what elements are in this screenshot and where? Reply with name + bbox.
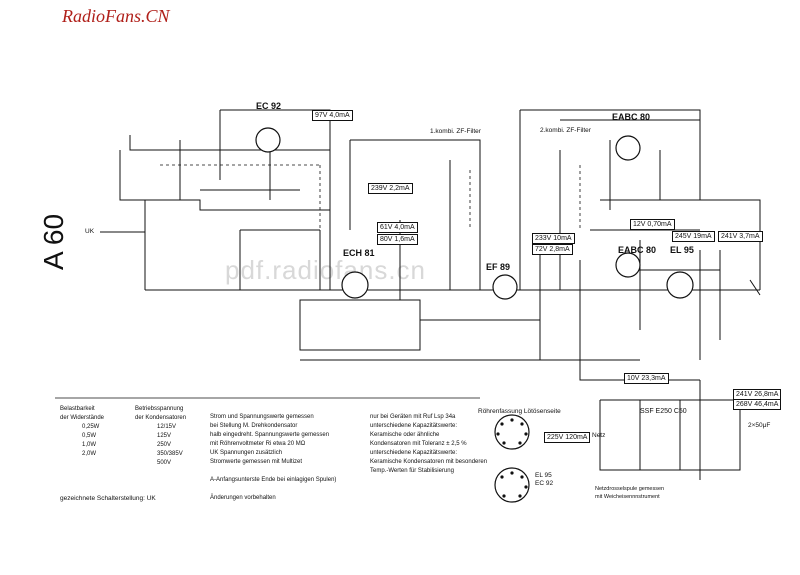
legend-resistor-item: 2,0W [82,451,97,457]
voltage-box-10v: 10V 23,3mA [624,373,669,384]
legend-note: Strom und Spannungswerte gemessen [210,414,314,420]
legend-note: Änderungen vorbehalten [210,495,276,501]
legend-note: Stromwerte gemessen mit Multizet [210,459,303,465]
legend-capacitor-item: 350/385V [157,451,183,457]
legend-line-item: nur bei Geräten mit Ruf Lsp 34a [370,414,456,420]
socket-title: Röhrenfassung Lötösenseite [478,408,561,415]
capacitor-label: 2×50μF [748,422,771,429]
legend-resistors: Belastbarkeit der Widerstände 0,25W 0,5W… [60,405,104,459]
legend-note: A-Anfangsunterste Ende bei einlagigen Sp… [210,477,337,483]
legend-line-item: Keramische Kondensatoren mit besonderen [370,459,488,465]
socket-tubes-label: EL 95 EC 92 [535,472,554,487]
voltage-box-239v: 239V 2,2mA [368,183,413,194]
voltage-box-80v: 80V 1,6mA [377,234,418,245]
voltage-box-245v: 245V 19mA [672,231,715,242]
voltage-box-241v: 241V 3,7mA [718,231,763,242]
netz-label: Netz [592,432,606,439]
voltage-box-233v: 233V 10mA [532,233,575,244]
voltage-box-268v: 268V 46,4mA [733,399,782,410]
legend-note [210,485,336,494]
tube-el95-label: EL 95 [670,245,694,255]
legend-line-item: unterschiedene Kapazitätswerte: [370,423,458,429]
legend-note: halb eingedreht. Spannungswerte gemessen [210,432,330,438]
tube-ech81-label: ECH 81 [343,248,375,258]
legend-note: bei Stellung M. Drehkondensator [210,423,298,429]
tube-eabc80-mid-label: EABC 80 [618,245,657,255]
legend-resistor-item: 1,0W [82,442,97,448]
voltage-box-72v: 72V 2,8mA [532,244,573,255]
tube-eabc80-top-label: EABC 80 [612,112,651,122]
voltage-box-97v: 97V 4,0mA [312,110,353,121]
legend-capacitor-item: 500V [157,460,172,466]
legend-resistors-title: Belastbarkeit der Widerstände [60,406,105,421]
voltage-box-12v: 12V 0,70mA [630,219,675,230]
legend-note [210,467,336,476]
legend-capacitors-title: Betriebsspannung der Kondensatoren [135,406,187,421]
legend-note: mit Röhrenvoltmeter Ri etwa 20 MΩ [210,441,306,447]
legend-capacitor-item: 12/15V [157,424,177,430]
legend-notes: Strom und Spannungswerte gemessen bei St… [210,413,336,503]
legend-line-item: Temp.-Werten für Stabilisierung [370,468,454,474]
legend-note: UK Spannungen zusätzlich [210,450,283,456]
legend-capacitor-item: 250V [157,442,172,448]
brand-logo: RadioFans.CN [62,6,170,26]
filter1-label: 1.kombi. ZF-Filter [430,128,481,135]
filter2-label: 2.kombi. ZF-Filter [540,127,591,134]
switch-position-note: gezeichnete Schalterstellung: UK [60,495,156,502]
tube-ef89-label: EF 89 [486,262,511,272]
legend-lines: nur bei Geräten mit Ruf Lsp 34a untersch… [342,413,487,476]
legend-resistor-item: 0,5W [82,433,97,439]
legend-capacitor-item: 125V [157,433,172,439]
tube-ec92-label: EC 92 [256,101,282,111]
watermark: pdf.radiofans.cn [225,255,427,285]
legend-capacitors: Betriebsspannung der Kondensatoren 12/15… [135,405,186,468]
legend-resistor-item: 0,25W [82,424,100,430]
voltage-box-61v: 61V 4,0mA [377,222,418,233]
uk-label: UK [85,228,95,235]
legend-line-item: Keramische oder ähnliche [370,432,440,438]
rectifier-label: SSF E250 C50 [640,408,687,415]
netz-note: Netzdrosselspule gemessen mit Weicheisen… [595,486,665,500]
legend-line-item: unterschiedene Kapazitätswerte: [370,450,458,456]
voltage-box-225v: 225V 120mA [544,432,591,443]
legend-line-item: Kondensatoren mit Toleranz ± 2,5 % [370,441,467,447]
